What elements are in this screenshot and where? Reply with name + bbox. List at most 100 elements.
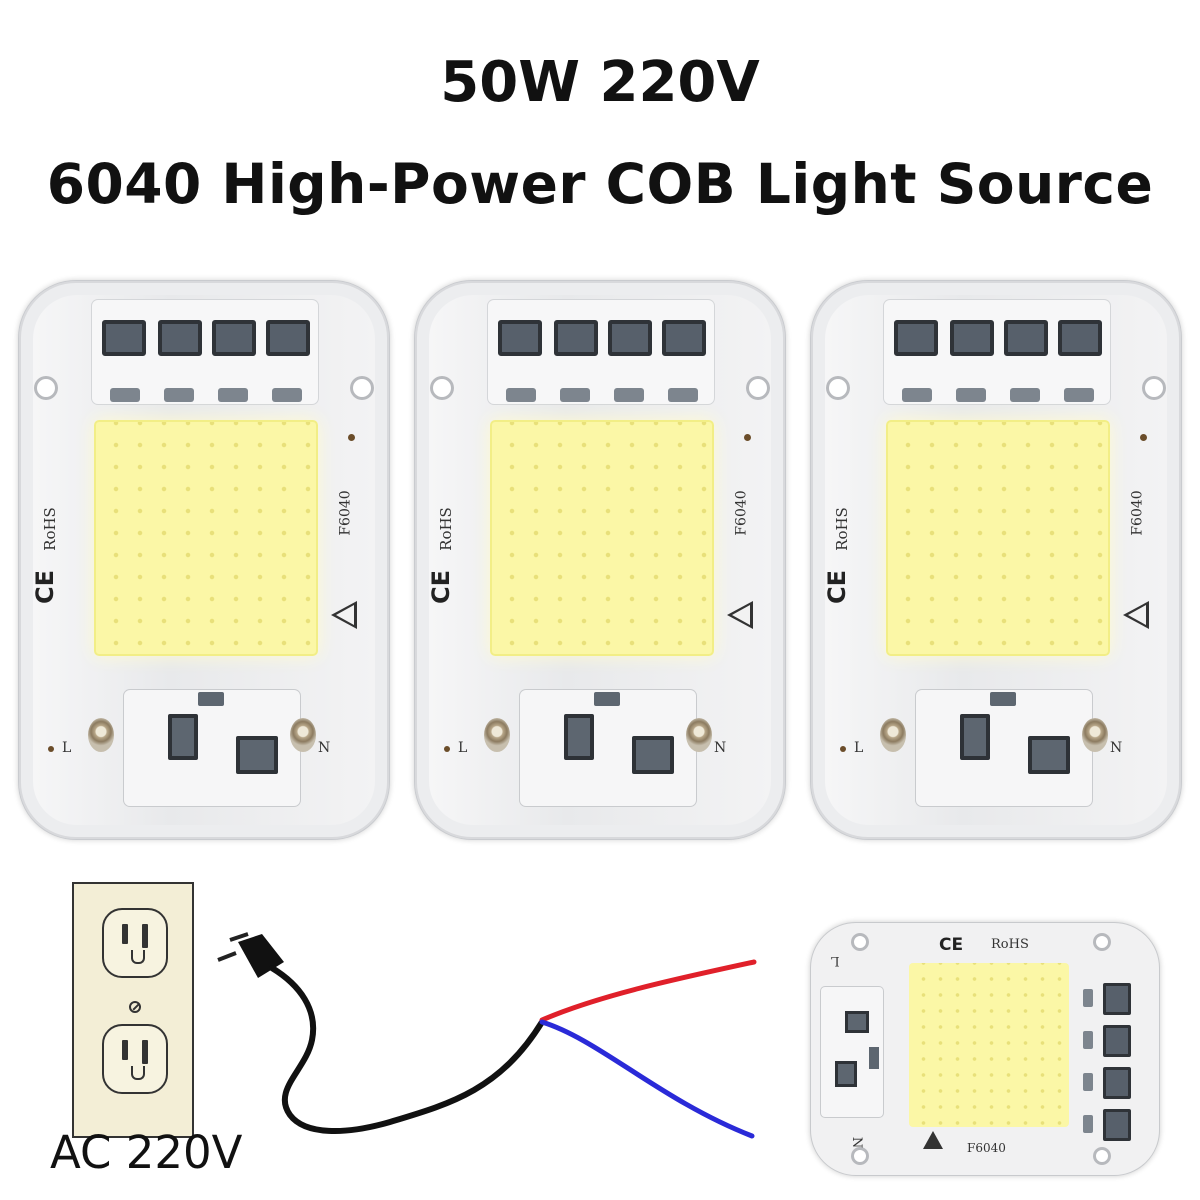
driver-chip [498, 320, 542, 356]
resistor [956, 388, 986, 402]
high-voltage-warning-icon [727, 601, 753, 629]
neutral-solder-pad [686, 718, 712, 752]
resistor [506, 388, 536, 402]
resistor [218, 388, 248, 402]
cob-module-rotated: CE RoHS L N F6040 [810, 922, 1160, 1176]
plug-icon [217, 932, 284, 978]
resistor [1010, 388, 1040, 402]
driver-chip [1103, 1109, 1131, 1141]
led-emitter-array [886, 420, 1110, 656]
led-emitter-array [490, 420, 714, 656]
outlet-slot [142, 1040, 148, 1064]
resistor [560, 388, 590, 402]
resistor [1083, 1115, 1093, 1133]
driver-chip [1058, 320, 1102, 356]
rectifier-chip [960, 714, 990, 760]
live-solder-pad [88, 718, 114, 752]
rectifier-chip [236, 736, 278, 774]
live-label: L [458, 740, 468, 756]
driver-chip [158, 320, 202, 356]
live-dot [840, 746, 846, 752]
driver-chip [608, 320, 652, 356]
neutral-label: N [1110, 740, 1123, 756]
driver-chip [1004, 320, 1048, 356]
resistor [110, 388, 140, 402]
high-voltage-warning-icon [923, 1131, 943, 1149]
live-solder-pad [484, 718, 510, 752]
mounting-hole [34, 376, 58, 400]
model-number: F6040 [733, 490, 750, 536]
led-emitter-array [94, 420, 318, 656]
rectifier-chip [198, 692, 224, 706]
cob-module-3: RoHS CE F6040 L N [810, 280, 1182, 840]
driver-chip [554, 320, 598, 356]
rectifier-panel [916, 690, 1092, 806]
rectifier-panel [821, 987, 883, 1117]
outlet-slot [142, 924, 148, 948]
mounting-hole [430, 376, 454, 400]
rectifier-chip [835, 1061, 857, 1087]
mounting-hole [350, 376, 374, 400]
neutral-wire [539, 1019, 755, 1139]
resistor [902, 388, 932, 402]
driver-chip [102, 320, 146, 356]
outlet-slot [122, 1040, 128, 1060]
rohs-mark: RoHS [436, 507, 455, 551]
live-label: L [854, 740, 864, 756]
driver-chip [266, 320, 310, 356]
resistor [164, 388, 194, 402]
driver-chip [1103, 1067, 1131, 1099]
rectifier-chip [990, 692, 1016, 706]
headline-product-name: 6040 High-Power COB Light Source [46, 152, 1154, 216]
rectifier-chip [869, 1047, 879, 1069]
headline-power-voltage: 50W 220V [440, 50, 760, 115]
neutral-label: N [849, 1136, 865, 1149]
driver-chip [1103, 983, 1131, 1015]
mounting-hole [1142, 376, 1166, 400]
neutral-solder-pad [290, 718, 316, 752]
high-voltage-warning-icon [1123, 601, 1149, 629]
neutral-label: N [714, 740, 727, 756]
mounting-hole [1093, 933, 1111, 951]
model-number: F6040 [1129, 490, 1146, 536]
rectifier-panel [520, 690, 696, 806]
rectifier-chip [564, 714, 594, 760]
polarity-dot [348, 434, 355, 441]
resistor [1083, 1031, 1093, 1049]
resistor [614, 388, 644, 402]
mounting-hole [1093, 1147, 1111, 1165]
high-voltage-warning-icon [331, 601, 357, 629]
live-dot [444, 746, 450, 752]
resistor [1064, 388, 1094, 402]
outlet-slot [122, 924, 128, 944]
ac-voltage-label: AC 220V [50, 1126, 243, 1179]
led-emitter-array [909, 963, 1069, 1127]
rectifier-panel [124, 690, 300, 806]
polarity-dot [1140, 434, 1147, 441]
live-label: L [62, 740, 72, 756]
neutral-solder-pad [1082, 718, 1108, 752]
rectifier-chip [845, 1011, 869, 1033]
resistor [272, 388, 302, 402]
live-solder-pad [880, 718, 906, 752]
driver-chip [212, 320, 256, 356]
rectifier-chip [168, 714, 198, 760]
cob-module-1: RoHS CE F6040 L N [18, 280, 390, 840]
rohs-mark: RoHS [40, 507, 59, 551]
ce-mark: CE [31, 569, 60, 605]
rohs-mark: RoHS [832, 507, 851, 551]
ce-mark: CE [823, 569, 852, 605]
ce-mark: CE [939, 935, 964, 955]
rectifier-chip [1028, 736, 1070, 774]
resistor [668, 388, 698, 402]
driver-chip [950, 320, 994, 356]
ground-hole [131, 1066, 145, 1080]
neutral-label: N [318, 740, 331, 756]
rectifier-chip [594, 692, 620, 706]
mounting-hole [746, 376, 770, 400]
power-cord [269, 965, 545, 1135]
outlet-socket-upper [102, 908, 168, 978]
driver-chip-panel [92, 300, 318, 404]
driver-chip-panel [488, 300, 714, 404]
mounting-hole [851, 1147, 869, 1165]
